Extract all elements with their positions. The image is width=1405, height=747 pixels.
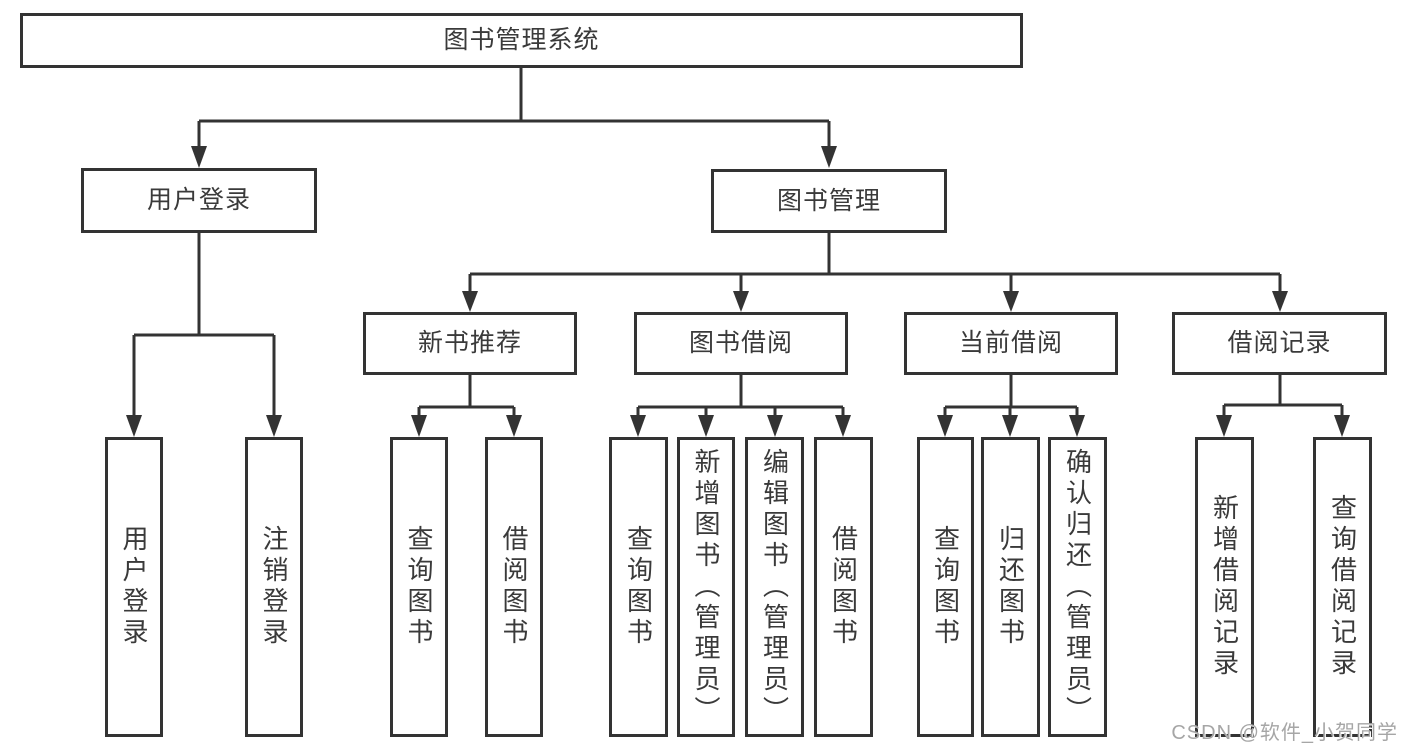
connector-bookmgmt-to-level3 [468,233,1282,294]
connector-root-to-level2 [197,67,831,150]
arrowhead-icon [767,415,783,437]
arrowhead-icon [937,415,953,437]
leaf-add-borrow-record: 新增借阅记录 [1195,437,1254,737]
arrowhead-icon [1272,291,1288,312]
connector-userlogin-to-leaves [132,233,276,418]
arrowhead-icon [266,415,282,437]
node-borrowing-records: 借阅记录 [1172,312,1387,375]
connector-newbook-to-leaves [417,375,516,418]
leaf-query-books-borrow: 查询图书 [609,437,668,737]
node-user-login: 用户登录 [81,168,317,233]
node-book-management: 图书管理 [711,169,947,233]
arrowhead-icon [506,415,522,437]
leaf-return-books: 归还图书 [981,437,1040,737]
leaf-add-books-admin: 新增图书（管理员） [677,437,735,737]
leaf-query-books-current: 查询图书 [917,437,974,737]
arrowhead-icon [1069,415,1085,437]
leaf-borrow-books: 借阅图书 [814,437,873,737]
leaf-confirm-return-admin: 确认归还（管理员） [1048,437,1107,737]
watermark: CSDN @软件_小贺同学 [1171,722,1398,744]
arrowhead-icon [1334,415,1350,437]
leaf-borrow-books-recommend: 借阅图书 [485,437,543,737]
leaf-edit-books-admin: 编辑图书（管理员） [745,437,804,737]
node-book-management-system: 图书管理系统 [20,13,1023,68]
leaf-query-borrow-record: 查询借阅记录 [1313,437,1372,737]
node-new-book-recommendation: 新书推荐 [363,312,577,375]
arrowhead-icon [821,146,837,168]
arrowhead-icon [630,415,646,437]
node-current-borrowing: 当前借阅 [904,312,1118,375]
arrowhead-icon [126,415,142,437]
arrowheads [126,146,1350,437]
arrowhead-icon [1002,415,1018,437]
arrowhead-icon [733,291,749,312]
arrowhead-icon [411,415,427,437]
connector-records-to-leaves [1222,375,1344,418]
leaf-logout: 注销登录 [245,437,303,737]
connector-bookborrow-to-leaves [636,375,845,418]
arrowhead-icon [1003,291,1019,312]
leaf-query-books-recommend: 查询图书 [390,437,448,737]
leaf-user-login: 用户登录 [105,437,163,737]
arrowhead-icon [698,415,714,437]
arrowhead-icon [191,146,207,168]
node-book-borrowing: 图书借阅 [634,312,848,375]
arrowhead-icon [462,291,478,312]
connector-currentborrow-to-leaves [943,375,1079,418]
arrowhead-icon [1216,415,1232,437]
arrowhead-icon [835,415,851,437]
